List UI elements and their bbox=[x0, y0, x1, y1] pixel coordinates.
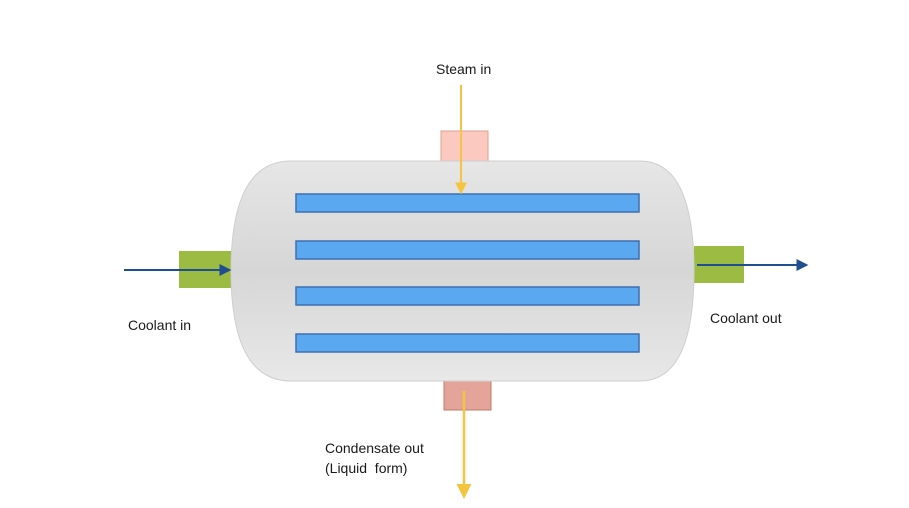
condensate-outlet-nozzle bbox=[443, 379, 492, 411]
coolant-in-label: Coolant in bbox=[128, 317, 191, 333]
condenser-shell bbox=[230, 160, 695, 382]
condensate-out-sublabel: (Liquid form) bbox=[325, 460, 407, 476]
tube-2 bbox=[295, 240, 640, 260]
coolant-out-label: Coolant out bbox=[710, 310, 782, 326]
tube-1 bbox=[295, 193, 640, 213]
tube-3 bbox=[295, 286, 640, 306]
steam-in-label: Steam in bbox=[436, 61, 491, 77]
tube-4 bbox=[295, 333, 640, 353]
condensate-out-label: Condensate out bbox=[325, 440, 424, 456]
steam-inlet-nozzle bbox=[440, 130, 489, 162]
tube-bundle bbox=[295, 193, 640, 353]
